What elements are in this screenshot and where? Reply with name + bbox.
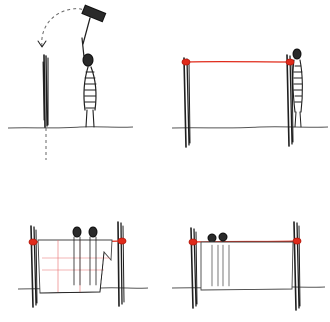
mallet (82, 5, 106, 44)
rope-knot-left (189, 239, 197, 245)
cloth-screen (201, 242, 293, 290)
left-pole (184, 58, 190, 147)
rope-knot-left (182, 59, 190, 65)
rope-knot-right (118, 238, 126, 244)
right-pole (294, 222, 300, 310)
rope-knot-right (293, 238, 301, 244)
panel-2 (172, 49, 328, 147)
person-head (219, 233, 227, 241)
rope-knot-right (286, 59, 294, 65)
right-pole (118, 222, 124, 306)
ground-line (8, 127, 133, 128)
ground-line (172, 127, 328, 128)
right-pole (287, 55, 293, 146)
person (82, 38, 96, 127)
panel-3 (18, 222, 148, 307)
swing-arc (42, 9, 86, 46)
person-head (208, 234, 216, 242)
pole (43, 55, 48, 127)
person (293, 49, 302, 127)
panel-4 (172, 222, 325, 310)
panel-1 (8, 5, 133, 160)
left-pole (31, 226, 37, 307)
rope-knot-left (29, 239, 37, 245)
